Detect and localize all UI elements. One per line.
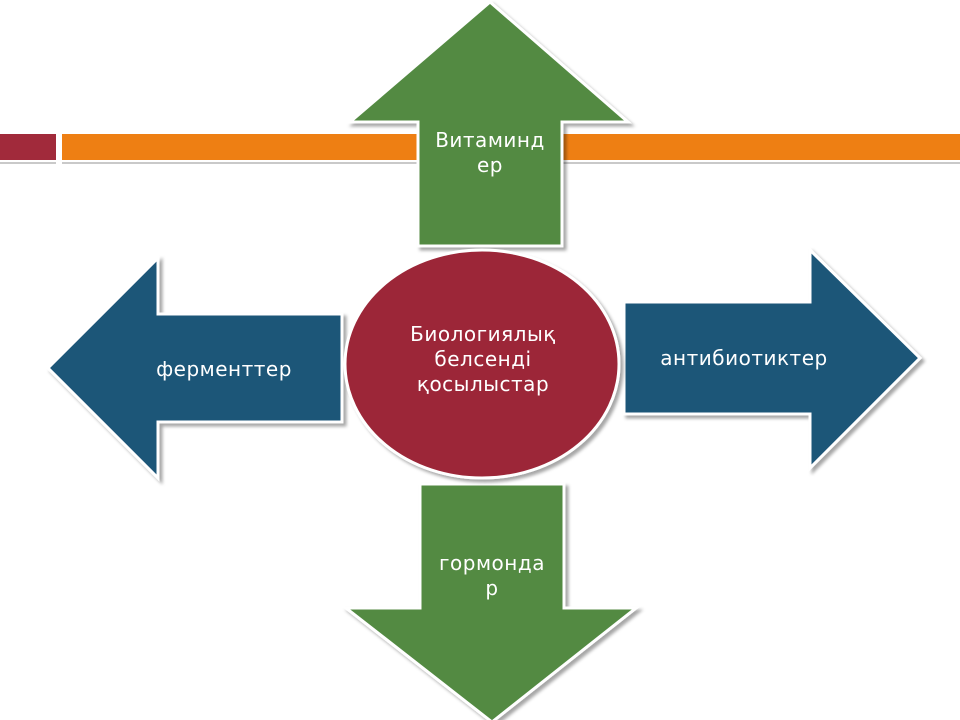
arrow-down-hormones (341, 482, 641, 720)
top-arrow-label-line2: ер (477, 153, 503, 177)
top-arrow-label: Витаминд ер (420, 128, 560, 178)
right-arrow-label: антибиотиктер (660, 346, 828, 370)
arrow-right-antibiotics (622, 246, 923, 472)
center-label: Биологиялық белсенді қосылыстар (410, 322, 556, 396)
top-arrow-label-line1: Витаминд (435, 128, 545, 152)
bottom-arrow-label-line2: р (485, 576, 499, 600)
center-circle (343, 248, 621, 480)
arrow-left-enzymes (45, 254, 344, 482)
header-bar-maroon-underline (0, 162, 56, 164)
left-arrow-label: ферменттер (156, 357, 292, 381)
arrow-up-vitamins (345, 0, 633, 248)
header-bar-maroon (0, 134, 56, 160)
bottom-arrow-label: гормонда р (422, 551, 562, 601)
bottom-arrow-label-line1: гормонда (439, 551, 545, 575)
